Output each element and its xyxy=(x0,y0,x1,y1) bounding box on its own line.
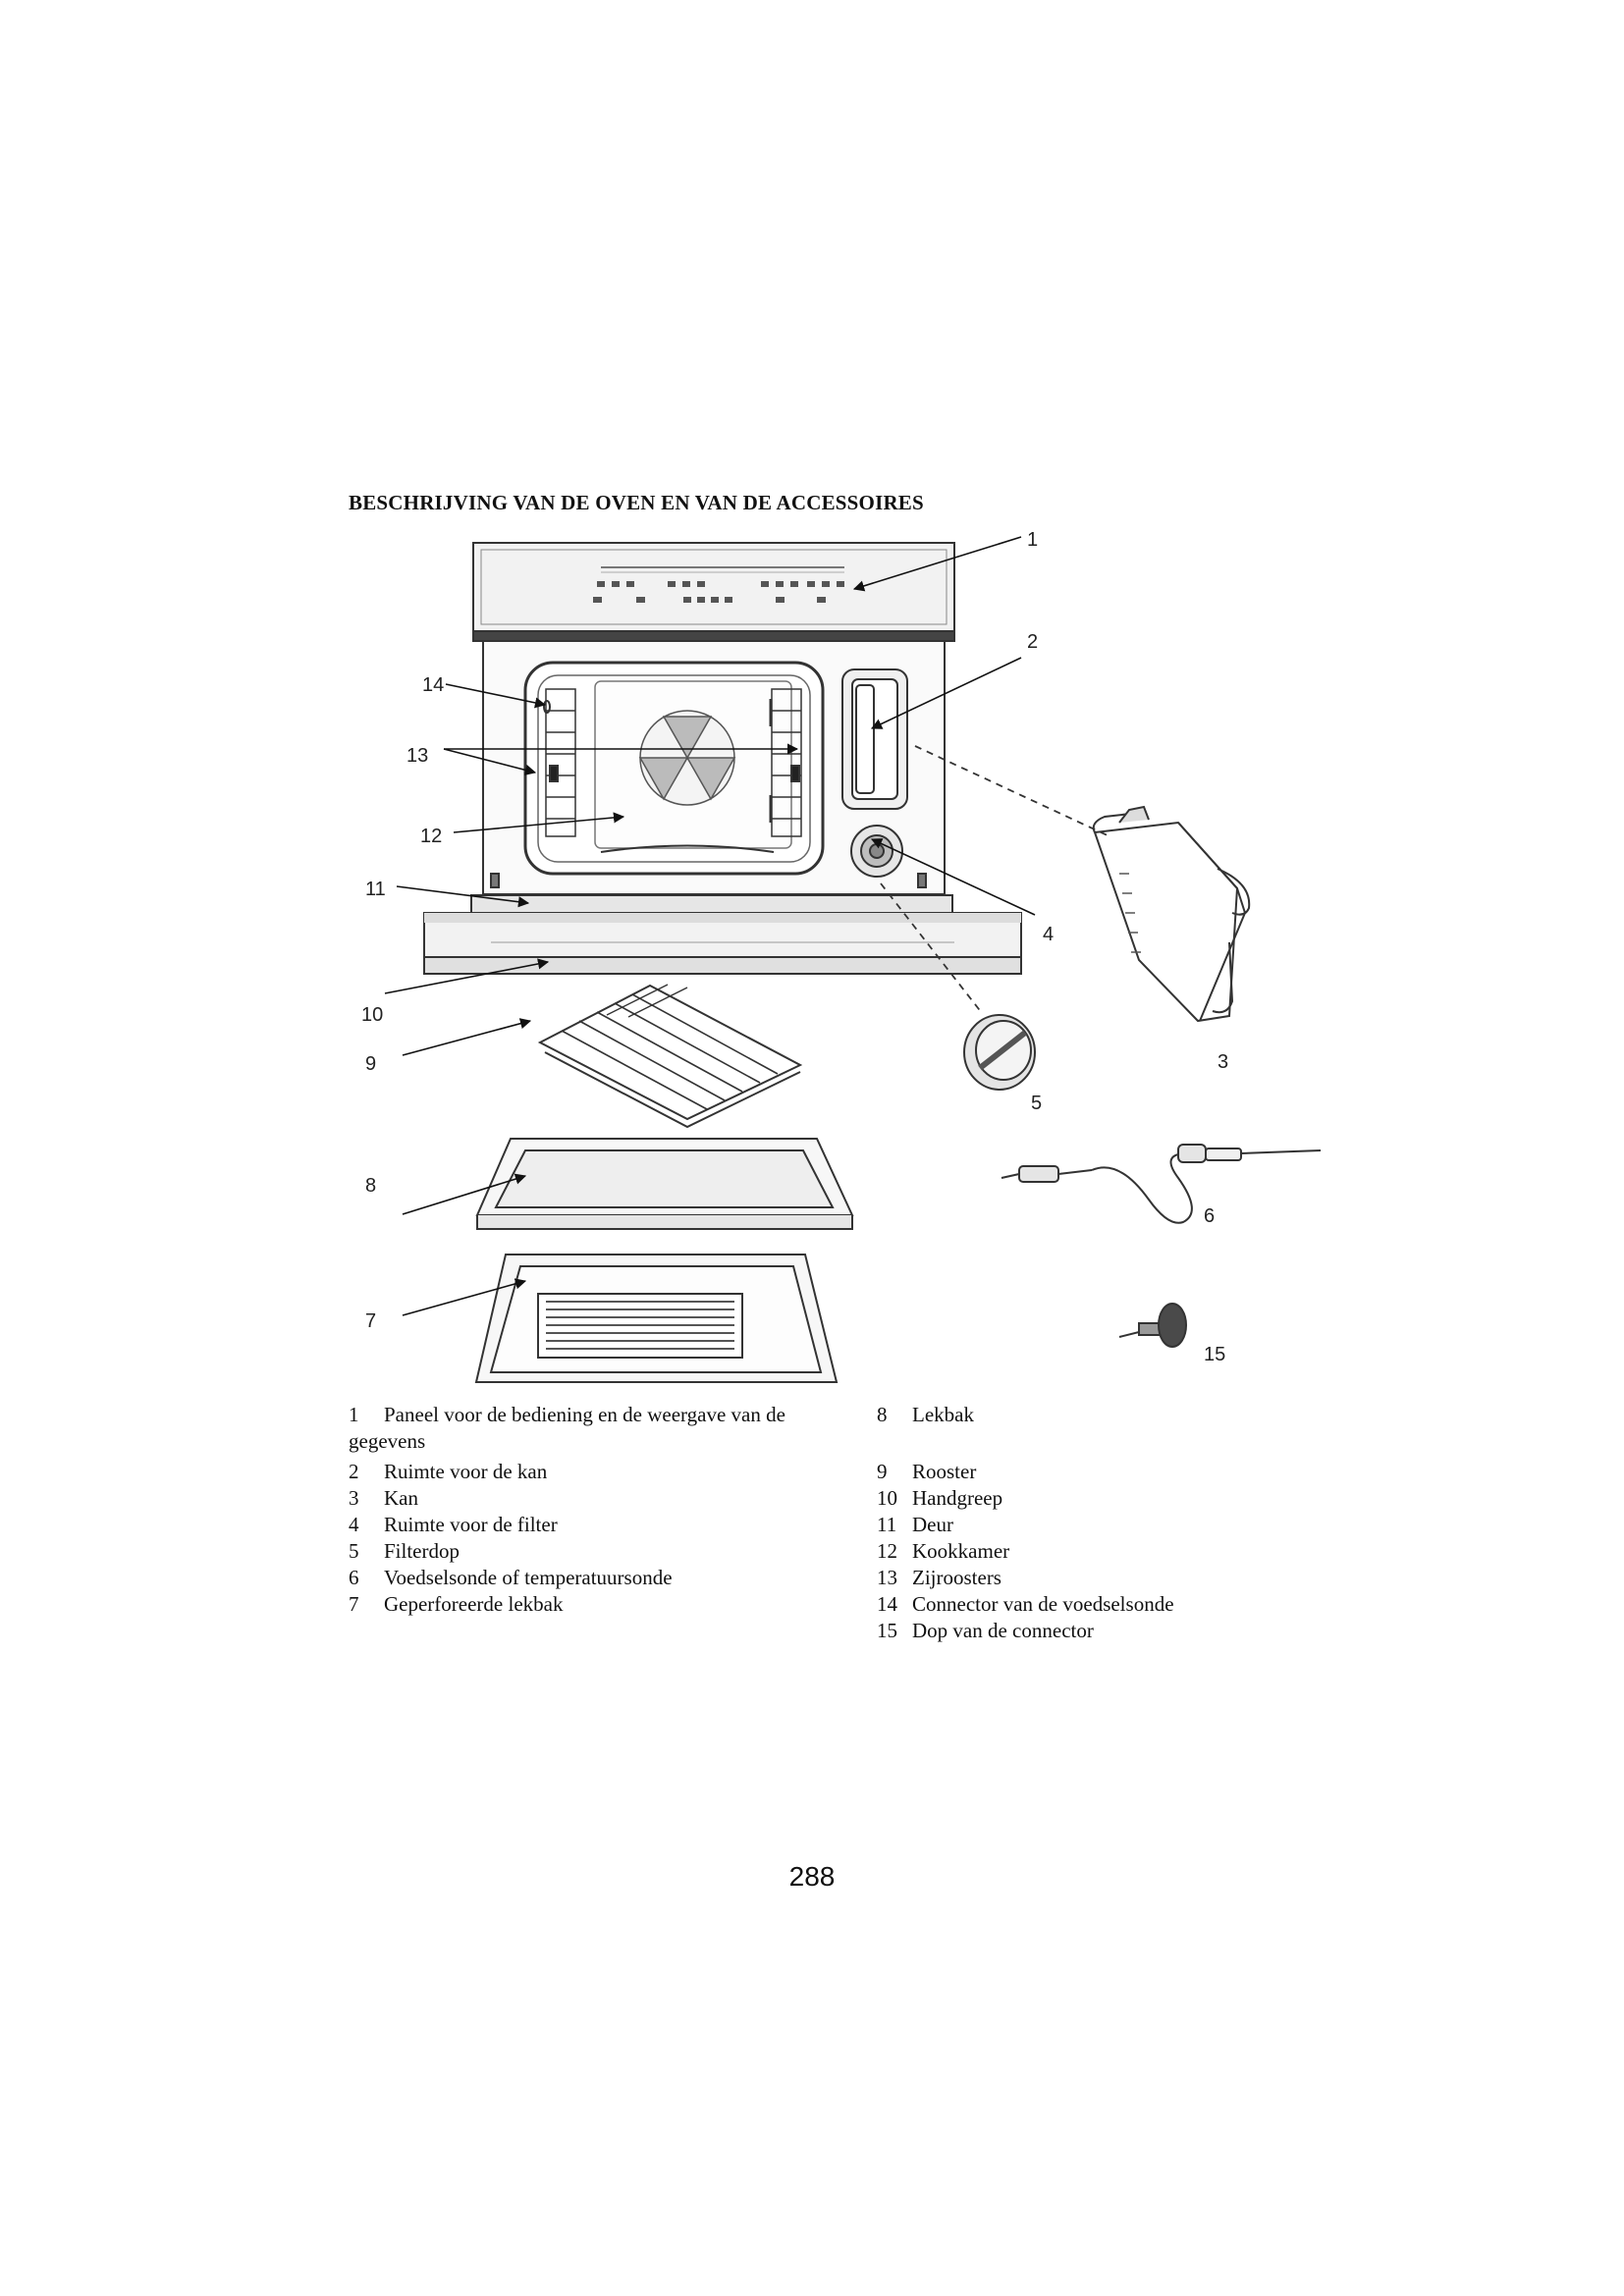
legend-number: 1 xyxy=(349,1403,359,1426)
legend-number: 6 xyxy=(349,1566,359,1589)
legend-item: 5 Filterdop xyxy=(349,1538,849,1565)
legend-number: 14 xyxy=(877,1592,897,1616)
legend-text: Geperforeerde lekbak xyxy=(384,1592,564,1616)
legend-number: 8 xyxy=(877,1403,888,1426)
drip-pan xyxy=(475,1138,854,1230)
side-racks xyxy=(545,688,802,837)
legend-text: Handgreep xyxy=(912,1486,1003,1510)
leader-lines xyxy=(384,536,1036,1316)
legend-item: 7 Geperforeerde lekbak xyxy=(349,1591,849,1618)
page-title: BESCHRIJVING VAN DE OVEN EN VAN DE ACCES… xyxy=(349,491,924,514)
temperature-probe xyxy=(1001,1144,1322,1224)
legend-text: Kan xyxy=(384,1486,418,1510)
callout-10: 10 xyxy=(361,1004,383,1026)
legend-item: 10 Handgreep xyxy=(877,1485,1270,1512)
callout-5: 5 xyxy=(1031,1093,1042,1114)
legend-item: 12 Kookkamer xyxy=(877,1538,1270,1565)
legend-number: 10 xyxy=(877,1486,897,1510)
callout-11: 11 xyxy=(365,879,386,900)
legend-item: 14 Connector van de voedselsonde xyxy=(877,1591,1270,1618)
legend-text: Dop van de connector xyxy=(912,1619,1094,1642)
legend-number: 5 xyxy=(349,1539,359,1563)
legend-item: 2 Ruimte voor de kan xyxy=(349,1459,849,1485)
legend-text: Voedselsonde of temperatuursonde xyxy=(384,1566,673,1589)
legend-text: Connector van de voedselsonde xyxy=(912,1592,1174,1616)
legend-text: Ruimte voor de filter xyxy=(384,1513,558,1536)
legend-text: Filterdop xyxy=(384,1539,460,1563)
legend-item: 6 Voedselsonde of temperatuursonde xyxy=(349,1565,849,1591)
legend-item: 15 Dop van de connector xyxy=(877,1618,1270,1644)
legend-number: 11 xyxy=(877,1513,897,1536)
legend-number: 2 xyxy=(349,1460,359,1483)
panel-buttons xyxy=(593,581,844,603)
callout-4: 4 xyxy=(1043,924,1054,945)
legend-text: Zijroosters xyxy=(912,1566,1001,1589)
callout-15: 15 xyxy=(1204,1344,1225,1365)
callout-6: 6 xyxy=(1204,1205,1215,1227)
legend-item: 3 Kan xyxy=(349,1485,849,1512)
control-panel xyxy=(472,542,955,632)
legend-item: 8 Lekbak xyxy=(877,1402,1270,1428)
water-tank xyxy=(1092,805,1251,1023)
callout-9: 9 xyxy=(365,1053,376,1075)
fan-cover xyxy=(638,710,736,806)
callout-2: 2 xyxy=(1027,631,1038,653)
legend-number: 12 xyxy=(877,1539,897,1563)
dashed-leaders xyxy=(880,745,1110,1014)
legend-item: 11 Deur xyxy=(877,1512,1270,1538)
callout-1: 1 xyxy=(1027,529,1038,551)
callout-14: 14 xyxy=(422,674,444,696)
callout-12: 12 xyxy=(420,826,442,847)
legend-right: 8 Lekbak 9 Rooster 10 Handgreep 11 Deur 12 Ko… xyxy=(877,1402,1270,1644)
legend-text: Ruimte voor de kan xyxy=(384,1460,548,1483)
legend-number: 3 xyxy=(349,1486,359,1510)
legend-item: 9 Rooster xyxy=(877,1459,1270,1485)
legend-number: 9 xyxy=(877,1460,888,1483)
legend-number: 15 xyxy=(877,1619,897,1642)
filter-cap xyxy=(963,1014,1036,1091)
legend-text: Deur xyxy=(912,1513,953,1536)
callout-3: 3 xyxy=(1218,1051,1228,1073)
legend-number: 13 xyxy=(877,1566,897,1589)
legend-item: 13 Zijroosters xyxy=(877,1565,1270,1591)
callout-13: 13 xyxy=(406,745,428,767)
callout-numbers: 1 2 3 4 5 6 7 8 9 10 11 12 13 14 15 xyxy=(361,529,1228,1365)
wire-rack xyxy=(537,984,803,1129)
page-number: 288 xyxy=(788,1861,836,1892)
callout-7: 7 xyxy=(365,1310,376,1332)
legend-text: Lekbak xyxy=(912,1403,974,1426)
legend-text: Paneel voor de bediening en de weergave … xyxy=(349,1403,785,1453)
oven-door xyxy=(470,894,953,914)
legend-number: 4 xyxy=(349,1513,359,1536)
connector-cap xyxy=(1118,1303,1187,1348)
legend-text: Rooster xyxy=(912,1460,977,1483)
callout-8: 8 xyxy=(365,1175,376,1197)
legend-number: 7 xyxy=(349,1592,359,1616)
oven-illustration xyxy=(423,542,1022,975)
legend-item: 4 Ruimte voor de filter xyxy=(349,1512,849,1538)
perforated-pan xyxy=(474,1254,839,1383)
legend-text: Kookkamer xyxy=(912,1539,1010,1563)
